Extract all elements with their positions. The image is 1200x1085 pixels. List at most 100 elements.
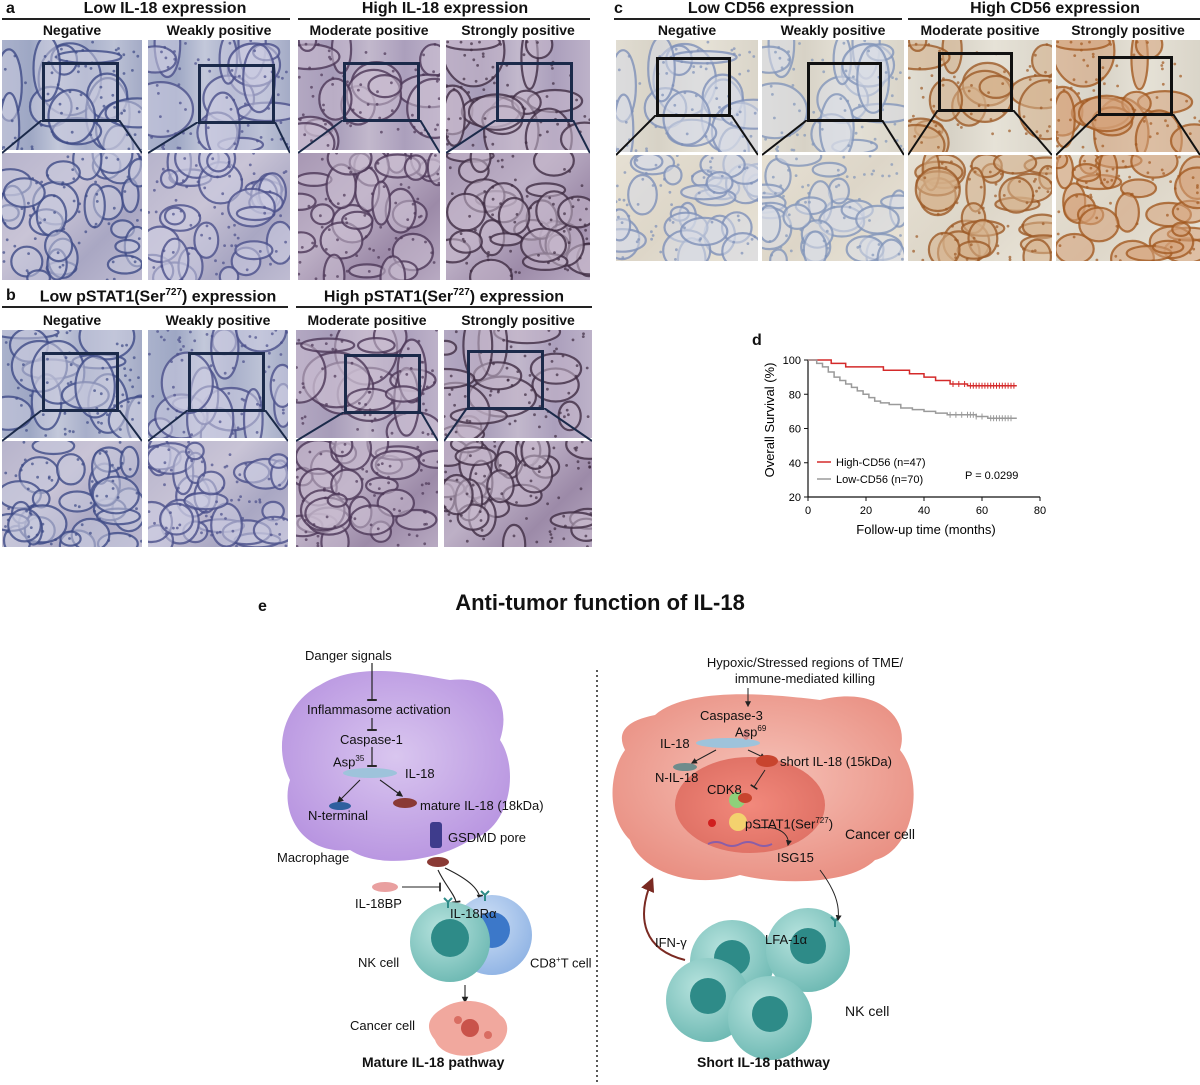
cdk8-label: CDK8 [707,782,742,797]
il18bp-shape [372,882,398,892]
panel-c-label: c [614,0,623,17]
panel-b-sub-moderate: Moderate positive [307,312,427,328]
y-tick-label-20: 20 [789,492,801,504]
x-tick-label-0: 0 [805,505,811,517]
caspase-1: Caspase-1 [340,732,403,747]
y-axis-label: Overall Survival (%) [762,363,777,478]
panel-a-sub-strong: Strongly positive [461,22,575,38]
panel-b-sub-weak: Weakly positive [165,312,271,328]
il18bp-label: IL-18BP [355,896,402,911]
panel-c-group2-title: High CD56 expression [970,0,1140,17]
panel-a-zoom-connector-4 [446,120,590,154]
caspase-3: Caspase-3 [700,708,763,723]
panel-c-zoom-box-4 [1098,56,1173,116]
danger-signals: Danger signals [305,648,392,663]
asp69-label: Asp69 [735,724,767,740]
y-tick-label-80: 80 [789,389,801,401]
panel-a-zoom-box-2 [198,64,275,124]
panel-a-group2-title: High IL-18 expression [361,0,529,17]
panel-a-tile-bottom-2 [148,153,290,280]
cancer-nucleus [675,757,825,853]
y-tick-label-100: 100 [783,355,801,367]
panel-a-zoom-box-1 [42,62,119,122]
panel-a-tile-top-4 [446,40,590,150]
macrophage-cell [281,670,510,861]
il18ra-label: IL-18Rα [450,906,497,921]
panel-a-tile-top-1 [2,40,142,150]
panel-b-sub-strong: Strongly positive [461,312,575,328]
pstat1-shape [729,813,747,831]
y-tick-label-60: 60 [789,424,801,436]
panel-c-zoom-connector-1 [616,115,758,156]
panel-c-zoom-connector-2 [762,120,904,156]
panel-a-sub-weak: Weakly positive [166,22,272,38]
mature-pathway-title: Mature IL-18 pathway [362,1054,505,1070]
panel-b-tile-bottom-3 [296,441,438,547]
gsdmd-pore [430,822,442,848]
panel-b-zoom-connector-4 [444,408,592,442]
panel-b-tile-bottom-4 [444,441,592,547]
panel-c-group2-rule [908,18,1200,20]
ifn-gamma-label: IFN-γ [655,935,687,950]
il18-right: IL-18 [660,736,690,751]
cd8-t-cell-label: CD8+T cell [530,955,592,971]
panel-c-zoom-connector-3 [908,110,1052,156]
series-line-2 [808,359,1017,419]
panel-a-zoom-connector-3 [298,120,440,154]
cancer-cell-left-label: Cancer cell [350,1018,416,1033]
panel-b-sub-negative: Negative [42,312,102,328]
panel-c-tile-bottom-2 [762,155,904,261]
il18-precursor-shape [343,768,397,778]
panel-c-tile-bottom-1 [616,155,758,261]
lfa-1a-label: LFA-1α [765,932,808,947]
hypoxic-line-2: immune-mediated killing [734,671,876,686]
panel-c-tile-bottom-3 [908,155,1052,261]
panel-a-group1-title: Low IL-18 expression [83,0,247,17]
panel-c-sub-weak: Weakly positive [780,22,886,38]
panel-b-zoom-connector-3 [296,412,438,442]
n-terminal-shape [329,802,351,810]
legend-low: Low-CD56 (n=70) [836,474,923,486]
hypoxic-line-1: Hypoxic/Stressed regions of TME/ [706,655,904,670]
legend-high: High-CD56 (n=47) [836,457,926,469]
panel-a-tile-bottom-1 [2,153,142,280]
asp35-label: Asp35 [333,754,365,770]
panel-a-zoom-connector-1 [2,120,142,154]
panel-c-group1-rule [614,18,902,20]
panel-c-zoom-box-2 [807,62,882,122]
nk-nucleus-left [431,919,469,957]
panel-c-sub-strong: Strongly positive [1071,22,1185,38]
secreted-il18-shape [427,857,449,867]
short-il18-shape [756,755,778,767]
panel-b-group1-rule [2,306,288,308]
panel-b-label: b [6,287,16,304]
macrophage-label: Macrophage [277,850,350,865]
panel-a-zoom-connector-2 [148,122,290,154]
panel-a-sub-moderate: Moderate positive [309,22,429,38]
panel-c-tile-bottom-4 [1056,155,1200,261]
panel-a-tile-bottom-3 [298,153,440,280]
panel-a-label: a [6,0,15,17]
panel-b-zoom-connector-1 [2,410,142,442]
dna-strand [707,841,773,847]
panel-d-label: d [752,332,762,349]
panel-c-zoom-box-1 [656,57,731,117]
pstat1-label: pSTAT1(Ser727) [745,816,834,832]
panel-a-zoom-box-4 [496,62,573,122]
cancer-cell-right-label: Cancer cell [845,826,916,842]
p-value: P = 0.0299 [965,470,1018,482]
il18-precursor-right [696,738,760,748]
panel-c-sub-negative: Negative [657,22,717,38]
panel-a-tile-top-2 [148,40,290,150]
series-line-1 [808,359,1017,387]
panel-b-zoom-box-4 [467,350,544,410]
isg15-label: ISG15 [777,850,814,865]
panel-b-zoom-box-2 [188,352,265,412]
x-tick-label-80: 80 [1034,505,1046,517]
panel-c-zoom-connector-4 [1056,114,1200,156]
x-tick-label-60: 60 [976,505,988,517]
short-pathway-title: Short IL-18 pathway [697,1054,831,1070]
mature-il18-label: mature IL-18 (18kDa) [420,798,544,813]
x-tick-label-20: 20 [860,505,872,517]
panel-b-zoom-connector-2 [148,410,288,442]
